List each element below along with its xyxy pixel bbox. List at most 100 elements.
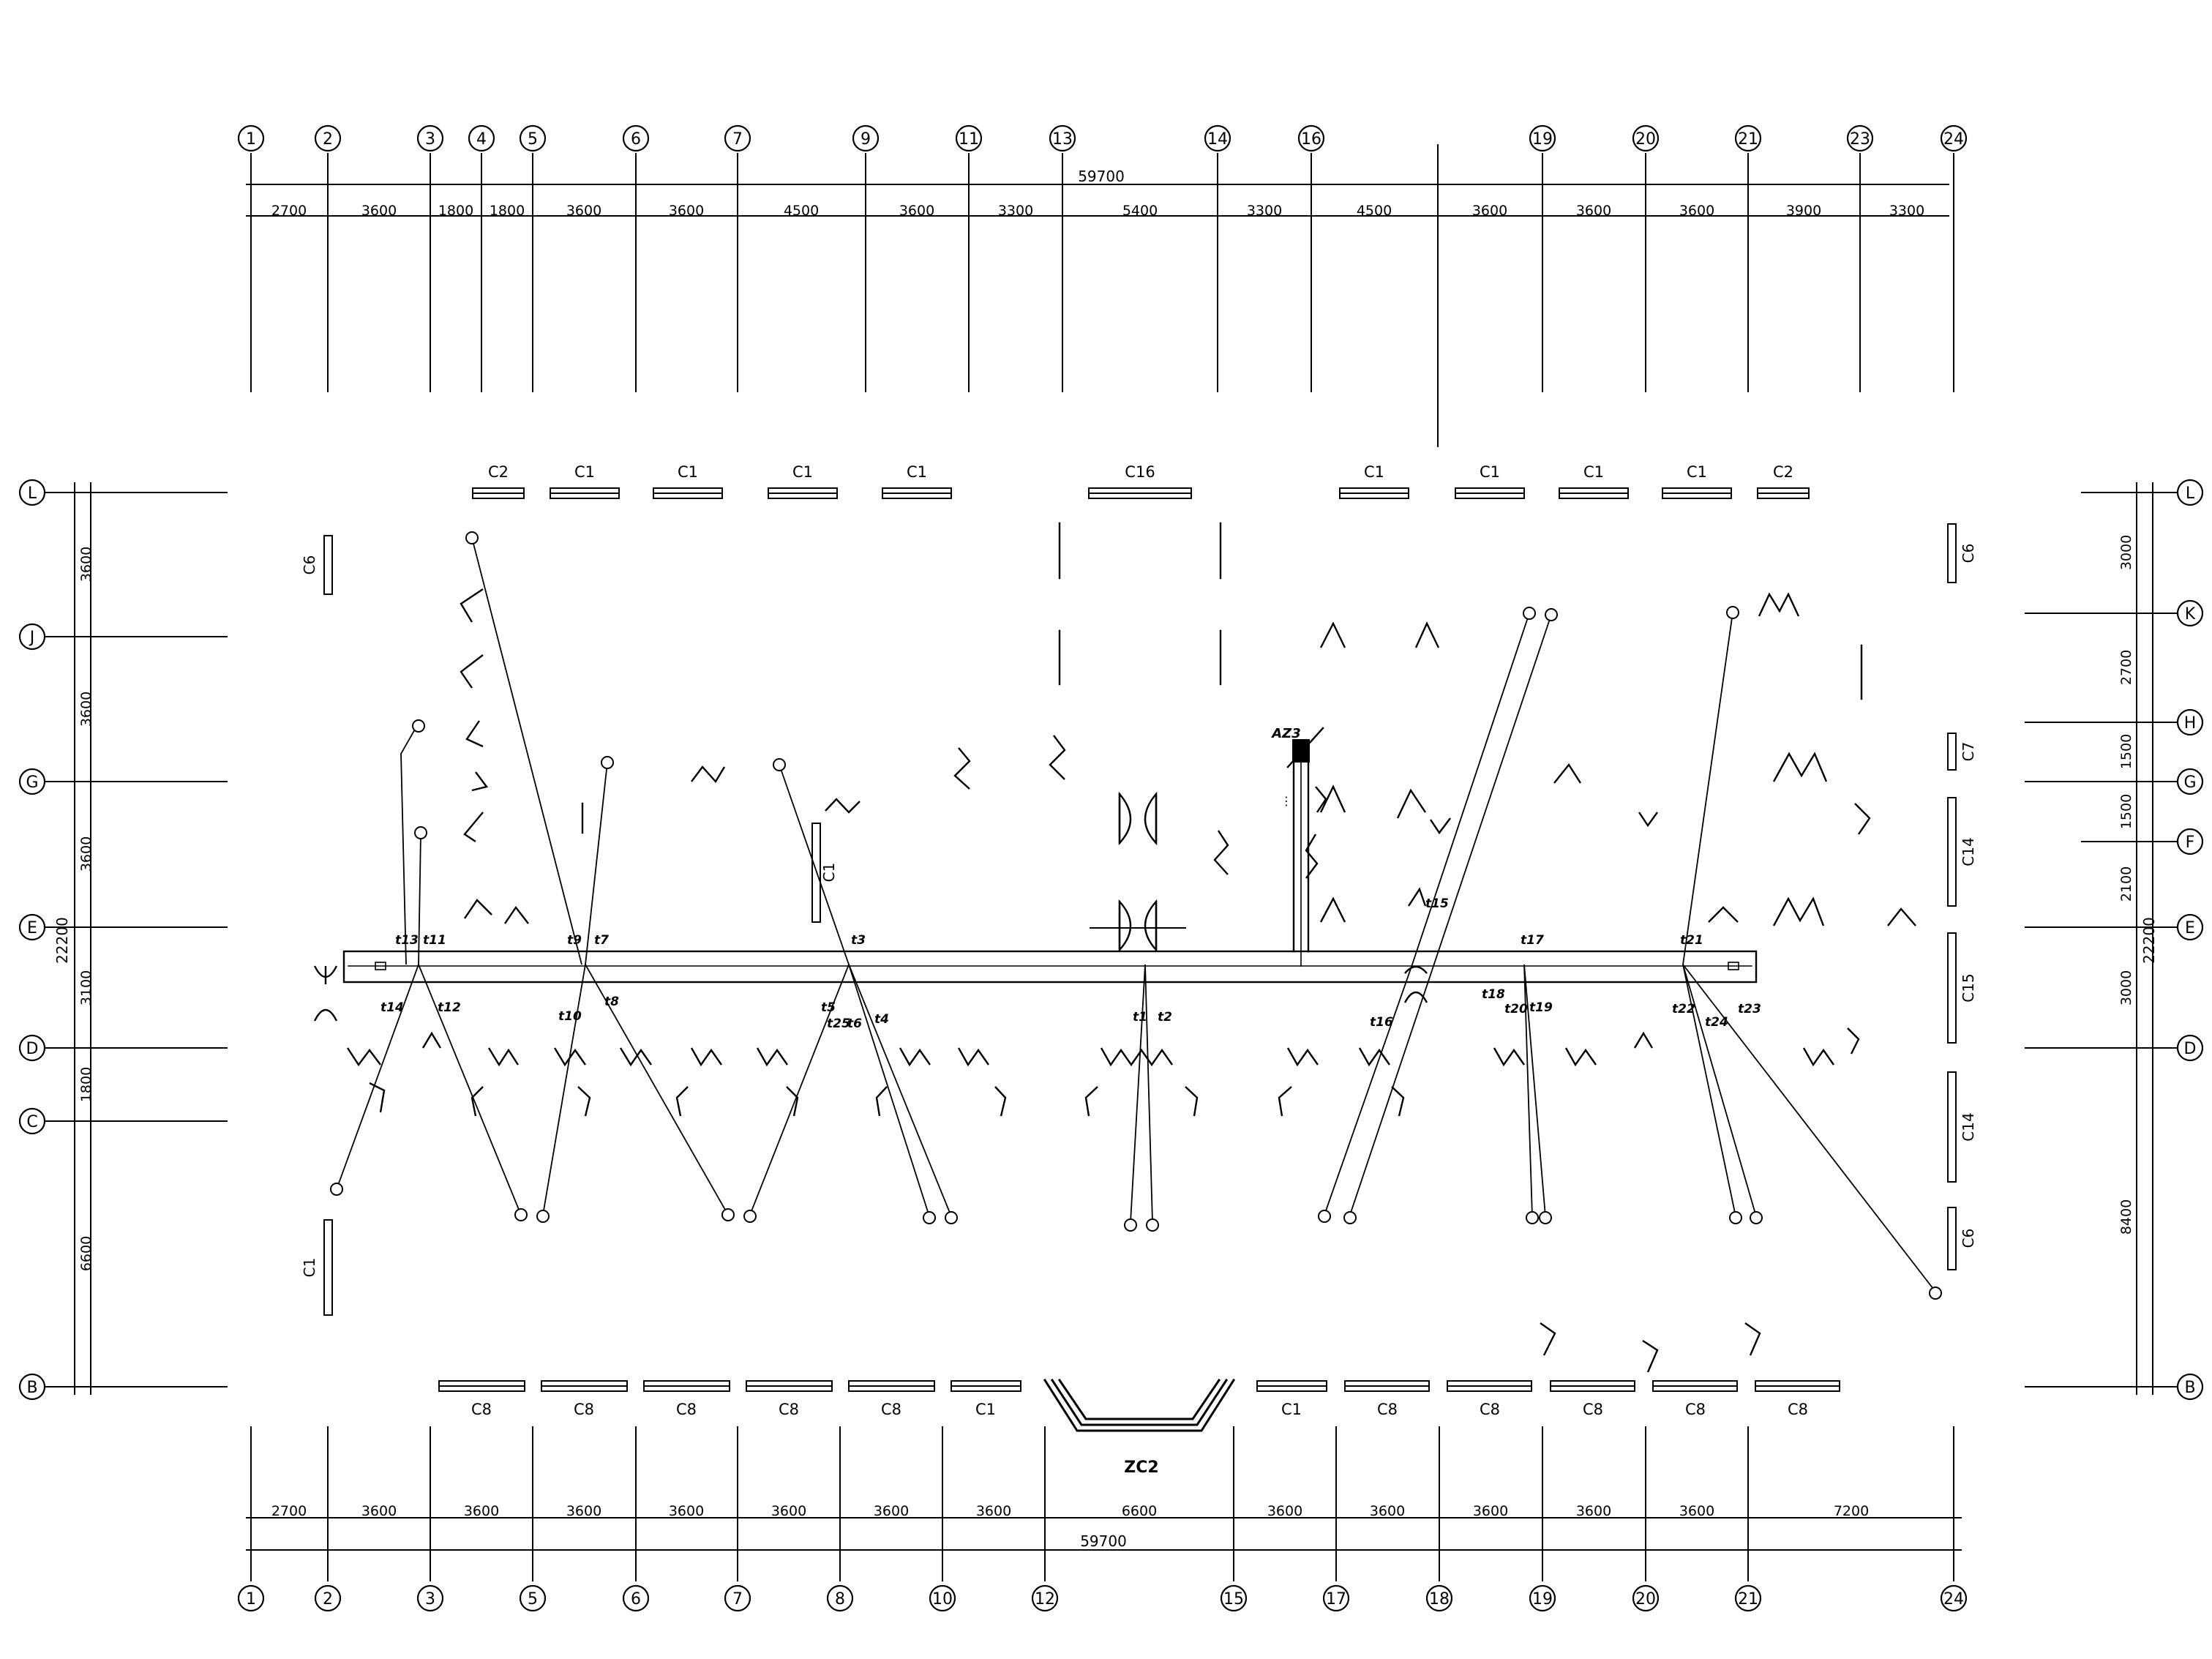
window-label: C1: [574, 463, 595, 481]
lamp-mark-icon: [1100, 1047, 1173, 1067]
outlet-icon: [601, 756, 614, 769]
right-span-dimension: 2100: [2118, 866, 2134, 902]
right-axis-label: L: [2186, 484, 2195, 503]
wire-run: [471, 537, 582, 965]
top-axis-line: 16: [1297, 124, 1325, 392]
right-span-dimension: 3000: [2118, 535, 2134, 570]
wire-run: [1523, 964, 1546, 1217]
bottom-total-dimension: 59700: [1080, 1532, 1127, 1550]
bottom-axis-group: 59700 1 2 3 5 6 7 8 10 12 15 17 18 19 20…: [237, 1426, 1968, 1612]
left-axis-line: E: [18, 913, 228, 941]
north-windows: C2 C1 C1 C1 C1 C16 C1 C1 C1 C1 C2: [472, 463, 1810, 499]
right-axis-line: B: [2025, 1373, 2204, 1401]
lamp-mark-icon: [953, 747, 971, 790]
circuit-tag: t24: [1705, 1015, 1728, 1030]
window-label: C6: [301, 555, 318, 575]
circuit-tag: t4: [874, 1012, 889, 1027]
window-label: C2: [488, 463, 509, 481]
left-axis-label: L: [28, 484, 37, 503]
right-axis-label: B: [2184, 1379, 2195, 1397]
lamp-mark-icon: [1305, 834, 1319, 879]
right-axis-line: E: [2025, 913, 2204, 941]
window: C6: [301, 535, 333, 595]
bottom-axis-label: 19: [1532, 1590, 1553, 1609]
lamp-mark-icon: [994, 1086, 1007, 1117]
bottom-axis-line: 2: [314, 1426, 342, 1612]
outlet-icon: [1124, 1218, 1137, 1232]
outlet-icon: [1750, 1211, 1763, 1224]
bottom-span-dimension: 2700: [271, 1503, 307, 1519]
lamp-mark-icon: [1319, 621, 1346, 648]
top-axis-label: 14: [1207, 130, 1228, 149]
right-axis-label: E: [2185, 919, 2195, 937]
lamp-mark-icon: [1414, 621, 1440, 648]
outlet-icon: [743, 1210, 757, 1223]
lamp-mark-icon: [1391, 1086, 1405, 1117]
window: C8: [541, 1380, 628, 1418]
right-total-dimension: 22200: [2140, 917, 2158, 964]
window: C1: [1256, 1380, 1327, 1418]
circuit-tag: t9: [567, 933, 582, 948]
top-span-dimension: 1800: [438, 203, 473, 219]
window-label: C8: [574, 1401, 594, 1418]
bottom-axis-label: 5: [528, 1590, 538, 1609]
circuit-tag: t10: [558, 1009, 582, 1024]
top-axis-line: 1: [237, 124, 265, 392]
bottom-axis-line: 5: [519, 1426, 547, 1612]
window-label: C8: [471, 1401, 492, 1418]
outlet-icon: [945, 1211, 958, 1224]
lamp-mark-icon: [619, 1047, 652, 1067]
outlet-icon: [721, 1208, 735, 1221]
circuit-tag: t18: [1482, 987, 1505, 1002]
bottom-axis-label: 3: [425, 1590, 435, 1609]
lamp-mark-icon: [1633, 1031, 1654, 1049]
window: C1: [1662, 463, 1732, 499]
top-axis-group: 59700 1 2 3 4 5 6: [237, 124, 1968, 447]
lamp-mark-icon: [421, 1031, 442, 1049]
window-label: C14: [1960, 837, 1977, 866]
lamp-mark-icon: [1278, 1086, 1292, 1117]
window: C2: [472, 463, 525, 499]
window-label: C6: [1960, 544, 1977, 563]
wire-run: [1682, 612, 1736, 1217]
window-label: C8: [881, 1401, 901, 1418]
circuit-tag: t7: [594, 933, 609, 948]
right-span-dimension: 2700: [2118, 650, 2134, 685]
window-label: C1: [1281, 1401, 1302, 1418]
window: C16: [1088, 463, 1192, 499]
top-axis-line: 24: [1940, 124, 1968, 392]
corridor-cable-tray: [342, 760, 1758, 984]
circuit-tag: t19: [1529, 1000, 1553, 1015]
lamp-mark-icon: [346, 1047, 381, 1067]
east-windows: C6 C7 C14 C15 C14 C6: [1947, 523, 1977, 1270]
right-axis-line: D: [2025, 1034, 2204, 1062]
wire-run: [542, 962, 729, 1216]
right-axis-line: K: [2025, 599, 2204, 627]
window: C8: [746, 1380, 833, 1418]
circuit-tag: t25: [827, 1016, 850, 1031]
outlet-icon: [465, 531, 479, 544]
window: C15: [1947, 932, 1977, 1044]
left-span-dimension: 3100: [78, 970, 94, 1005]
outlet-icon: [1539, 1211, 1552, 1224]
bottom-axis-label: 1: [246, 1590, 256, 1609]
right-span-dimension: 3000: [2118, 970, 2134, 1005]
wire-run: [1349, 614, 1552, 1216]
top-axis-label: 9: [861, 130, 871, 149]
wire-run: [1523, 964, 1533, 1217]
top-axis-label: 6: [631, 130, 641, 149]
top-span-dimension: 3600: [1679, 203, 1714, 219]
bottom-axis-label: 17: [1326, 1590, 1346, 1609]
window-label: C8: [1377, 1401, 1398, 1418]
lamp-mark-icon: [1049, 735, 1066, 780]
window: C1: [1455, 463, 1525, 499]
bottom-axis-label: 24: [1943, 1590, 1964, 1609]
bottom-axis-label: 6: [631, 1590, 641, 1609]
lamp-mark-icon: [825, 798, 861, 814]
panel-label: AZ3: [1270, 726, 1301, 741]
wire-run: [848, 964, 952, 1217]
left-axis-label: G: [26, 774, 38, 792]
wire-run: [1324, 613, 1530, 1216]
right-axis-line: H: [2025, 708, 2204, 736]
south-windows: C8 C8 C8 C8 C8 C1 C1 C8 C8 C8 C8 C8 ZC2: [438, 1378, 1840, 1477]
